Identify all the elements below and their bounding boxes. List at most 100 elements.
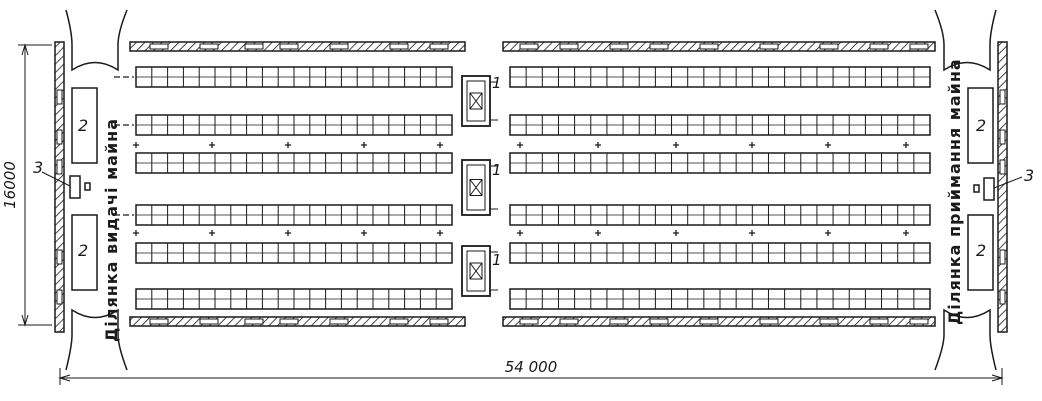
- window: [609, 318, 629, 325]
- aisle-marker: [673, 142, 679, 148]
- wall-top-right: [502, 41, 936, 52]
- window: [519, 43, 539, 50]
- wall-left: [54, 41, 65, 333]
- window: [244, 318, 264, 325]
- window: [649, 318, 669, 325]
- desk-right-chair: [973, 184, 980, 193]
- rack-row: [135, 66, 453, 88]
- conveyor-gate: [461, 245, 498, 297]
- aisle-marker: [133, 230, 139, 236]
- window: [56, 249, 63, 265]
- rack-row: [135, 152, 453, 174]
- desk-left-chair: [84, 182, 91, 191]
- table-marker-left-bottom: 2: [78, 241, 88, 260]
- window: [389, 43, 409, 50]
- window: [909, 43, 929, 50]
- desk-marker-left: 3: [33, 158, 43, 177]
- window: [559, 318, 579, 325]
- service-tables: [69, 87, 995, 291]
- window: [56, 89, 63, 105]
- window: [649, 43, 669, 50]
- conveyor-gates: [461, 75, 498, 297]
- wall-right: [997, 41, 1008, 333]
- desk-marker-right: 3: [1024, 166, 1034, 185]
- window: [389, 318, 409, 325]
- aisle-marker: [903, 142, 909, 148]
- table-left-bottom: [71, 214, 98, 291]
- gate-marker-1: 1: [492, 74, 502, 92]
- window: [609, 43, 629, 50]
- window: [56, 289, 63, 305]
- window: [999, 89, 1006, 105]
- window: [329, 43, 349, 50]
- window: [909, 318, 929, 325]
- window: [559, 43, 579, 50]
- entrance-top-left: [65, 9, 128, 72]
- window: [759, 43, 779, 50]
- aisle-marker: [595, 142, 601, 148]
- zone-label-issue: Ділянка видачі майна: [102, 118, 121, 342]
- rack-row: [135, 288, 453, 310]
- entrances: [65, 9, 997, 371]
- aisle-marker: [825, 142, 831, 148]
- gate-marker-3: 1: [492, 251, 502, 269]
- window: [56, 159, 63, 175]
- window: [244, 43, 264, 50]
- window: [279, 43, 299, 50]
- window: [56, 129, 63, 145]
- dimension-height-label: 16000: [1, 161, 19, 209]
- window: [429, 318, 449, 325]
- desk-right: [983, 177, 995, 201]
- aisle-marker: [903, 230, 909, 236]
- aisle-marker: [749, 142, 755, 148]
- window: [199, 43, 219, 50]
- rack-row: [509, 242, 931, 264]
- entrance-bottom-left: [65, 308, 128, 371]
- entrance-top-right: [934, 9, 997, 72]
- aisle-marker: [361, 230, 367, 236]
- window: [999, 249, 1006, 265]
- table-marker-right-top: 2: [976, 116, 986, 135]
- window: [199, 318, 219, 325]
- aisle-marker: [437, 230, 443, 236]
- window: [999, 159, 1006, 175]
- table-right-top: [967, 87, 994, 164]
- table-marker-left-top: 2: [78, 116, 88, 135]
- dimension-lines: [18, 43, 1004, 385]
- rack-row: [135, 242, 453, 264]
- window: [759, 318, 779, 325]
- table-left-top: [71, 87, 98, 164]
- window: [279, 318, 299, 325]
- window: [699, 43, 719, 50]
- window: [869, 318, 889, 325]
- rack-row: [135, 114, 453, 136]
- aisle-marker: [209, 230, 215, 236]
- aisle-marker: [825, 230, 831, 236]
- zone-label-receive: Ділянка приймання майна: [945, 58, 964, 325]
- window: [699, 318, 719, 325]
- window: [329, 318, 349, 325]
- table-marker-right-bottom: 2: [976, 241, 986, 260]
- aisle-marker: [133, 142, 139, 148]
- storage-racks: [135, 66, 931, 310]
- aisle-marker: [361, 142, 367, 148]
- aisle-marker: [595, 230, 601, 236]
- aisle-marker: [673, 230, 679, 236]
- rack-row: [509, 66, 931, 88]
- window: [999, 129, 1006, 145]
- entrance-bottom-right: [934, 308, 997, 371]
- aisle-marker: [285, 142, 291, 148]
- rack-row: [509, 152, 931, 174]
- aisle-marker: [517, 142, 523, 148]
- aisle-marker: [749, 230, 755, 236]
- table-right-bottom: [967, 214, 994, 291]
- wall-windows: [56, 43, 1006, 325]
- conveyor-gate: [461, 159, 498, 216]
- aisle-marker: [437, 142, 443, 148]
- window: [519, 318, 539, 325]
- aisle-marker: [517, 230, 523, 236]
- window: [819, 318, 839, 325]
- rack-row: [509, 204, 931, 226]
- aisle-marker: [209, 142, 215, 148]
